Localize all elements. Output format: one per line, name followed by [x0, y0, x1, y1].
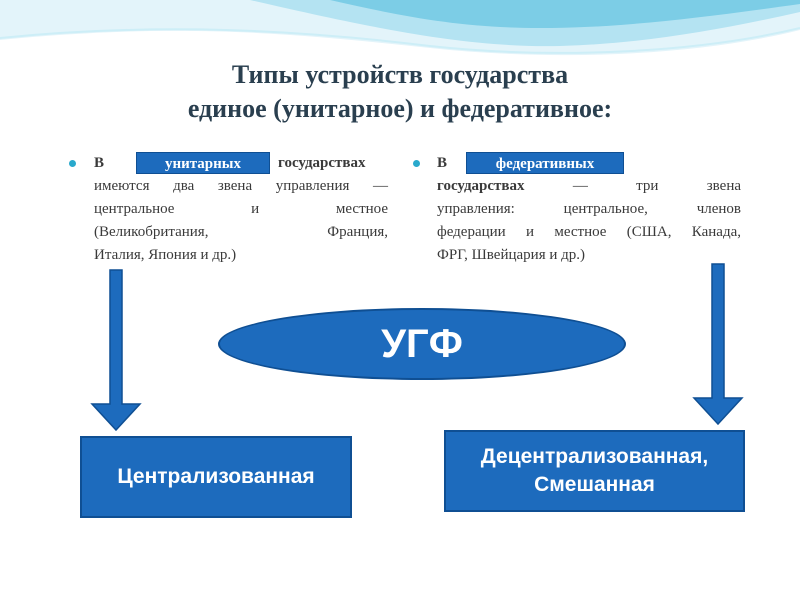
unitary-label-box: унитарных [136, 152, 270, 174]
centralized-label: Централизованная [117, 465, 315, 488]
ugf-ellipse: УГФ [218, 308, 626, 380]
word-v: В [437, 155, 448, 171]
federative-line-5: ФРГ, Швейцария и др.) [437, 247, 586, 263]
word-v: В [94, 155, 105, 171]
unitary-line-5: Италия, Япония и др.) [94, 247, 237, 263]
unitary-description: В унитарных государствах имеются два зве… [69, 152, 388, 267]
decentralized-box: Децентрализованная, Смешанная [444, 430, 745, 512]
slide-title-line-2: единое (унитарное) и федеративное: [187, 94, 613, 123]
decentralized-label-line-2: Смешанная [534, 473, 655, 496]
federative-first-line: В федеративных [437, 152, 741, 175]
unitary-line-2: имеются два звена управления — [94, 178, 388, 194]
slide-title: Типы устройств государства единое (унита… [0, 58, 800, 126]
federative-line-4: федерации и местное (США, Канада, [437, 224, 741, 240]
federative-description: В федеративных государствах — три звена … [413, 152, 741, 267]
federative-line-3: управления: центральное, членов [437, 201, 741, 217]
federative-label-box: федеративных [466, 152, 624, 174]
decentralized-label-line-1: Децентрализованная, [480, 445, 709, 468]
down-arrow-left-icon [90, 269, 142, 432]
slide-title-line-1: Типы устройств государства [231, 60, 569, 89]
bullet-icon [413, 160, 420, 167]
centralized-box: Централизованная [80, 436, 352, 518]
federative-line-2-rest: — три звена [572, 178, 742, 194]
unitary-first-line: В унитарных государствах [94, 152, 388, 175]
unitary-line-4: (Великобритания, Франция, [94, 224, 388, 240]
word-states: государствах [278, 155, 366, 171]
down-arrow-right-icon [692, 263, 744, 426]
word-states: государствах [437, 178, 525, 194]
federative-line-2: государствах — три звена [437, 175, 741, 198]
unitary-line-3: центральное и местное [94, 201, 388, 217]
bullet-icon [69, 160, 76, 167]
